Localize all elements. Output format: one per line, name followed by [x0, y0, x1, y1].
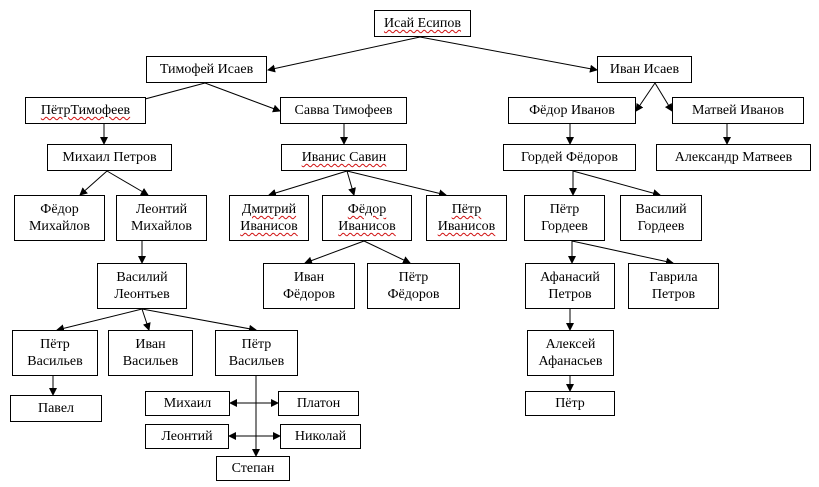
node-ivanis-savin: Иванис Савин — [281, 144, 407, 171]
connector-isay-timofey — [267, 36, 421, 73]
node-gavrila-petrov: Гаврила Петров — [628, 263, 719, 309]
node-label: Фёдор Иванов — [529, 103, 615, 118]
node-label: Иванис Савин — [301, 150, 387, 165]
node-label: Василий Гордеев — [635, 202, 687, 234]
node-afanasiy-petrov: Афанасий Петров — [525, 263, 615, 309]
connector-mikhail-leontiy — [106, 170, 149, 196]
connector-fedoriv-ivan — [304, 240, 365, 265]
node-mikhail: Михаил — [145, 391, 230, 416]
node-label: Михаил — [163, 396, 212, 411]
node-ivan-fedorov: Иван Фёдоров — [263, 263, 355, 309]
node-label: Михаил Петров — [62, 150, 157, 165]
node-label: Леонтий — [161, 429, 213, 444]
connector-petrgord-gavrila — [571, 240, 674, 266]
connector-ivanis-dmitriy — [268, 170, 348, 197]
node-label: Павел — [37, 401, 75, 416]
node-dmitriy-ivanisov: Дмитрий Иванисов — [229, 195, 309, 241]
node-label: Пётр Гордеев — [541, 202, 588, 234]
node-label: Савва Тимофеев — [294, 103, 393, 118]
node-label: Иван Фёдоров — [282, 270, 335, 302]
node-petr-gordeev: Пётр Гордеев — [524, 195, 605, 241]
node-label: Исай Есипов — [383, 16, 462, 31]
node-stepan: Степан — [216, 456, 290, 481]
node-label: Алексей Афанасьев — [538, 337, 603, 369]
node-aleksey-afanasev: Алексей Афанасьев — [527, 330, 614, 376]
connector-fedoriv-petr — [363, 240, 411, 264]
node-savva-timofeev: Савва Тимофеев — [280, 97, 407, 124]
node-label: Александр Матвеев — [674, 150, 793, 165]
connector-ivan-fedor — [635, 82, 656, 112]
node-label: Пётр — [555, 396, 585, 411]
node-leontiy-mikhaylov: Леонтий Михайлов — [116, 195, 207, 241]
node-aleksandr-matveev: Александр Матвеев — [656, 144, 811, 171]
connector-mikhail-fedor — [79, 170, 108, 196]
node-label: Фёдор Михайлов — [28, 202, 91, 234]
node-vasiliy-gordeev: Василий Гордеев — [620, 195, 702, 241]
connector-ivanis-fedor — [346, 170, 356, 196]
node-pavel: Павел — [10, 395, 102, 422]
node-label: Леонтий Михайлов — [130, 202, 193, 234]
node-label: Пётр Васильев — [228, 337, 285, 369]
node-label: Николай — [294, 429, 347, 444]
connector-vasiliy-petr1 — [56, 308, 143, 333]
node-label: Афанасий Петров — [540, 270, 600, 302]
node-petr-ivanisov: Пётр Иванисов — [426, 195, 507, 241]
node-platon: Платон — [278, 391, 359, 416]
node-petr-vasilev-2: Пётр Васильев — [215, 330, 298, 376]
node-fedor-ivanisov: Фёдор Иванисов — [322, 195, 412, 241]
node-fedor-mikhaylov: Фёдор Михайлов — [14, 195, 105, 241]
node-label: Матвей Иванов — [691, 103, 784, 118]
node-petr-last: Пётр — [525, 391, 615, 416]
node-petr-timofeev: ПётрТимофеев — [25, 97, 146, 124]
node-label: Тимофей Исаев — [159, 62, 254, 77]
node-nikolay: Николай — [280, 424, 361, 449]
connector-timofey-savva — [204, 82, 281, 113]
node-gordey-fedorov: Гордей Фёдоров — [503, 144, 636, 171]
node-label: Пётр Васильев — [27, 337, 83, 369]
node-petr-fedorov: Пётр Фёдоров — [367, 263, 460, 309]
node-matvey-ivanov: Матвей Иванов — [672, 97, 804, 124]
node-label: Дмитрий Иванисов — [240, 202, 298, 234]
node-label: Иван Исаев — [609, 62, 680, 77]
connector-isay-ivan — [419, 36, 598, 73]
node-ivan-isaev: Иван Исаев — [597, 56, 692, 83]
node-vasiliy-leontev: Василий Леонтьев — [97, 263, 187, 309]
node-label: Фёдор Иванисов — [338, 202, 396, 234]
connector-gordey-vasiliy — [572, 170, 661, 197]
node-label: Василий Леонтьев — [114, 270, 170, 302]
node-mikhail-petrov: Михаил Петров — [47, 144, 172, 171]
node-label: Пётр Иванисов — [437, 202, 496, 234]
node-label: Платон — [296, 396, 341, 411]
node-leontiy: Леонтий — [145, 424, 229, 449]
node-label: ПётрТимофеев — [40, 103, 131, 118]
node-label: Гордей Фёдоров — [520, 150, 618, 165]
node-fedor-ivanov: Фёдор Иванов — [508, 97, 636, 124]
connector-ivan-matvey — [654, 82, 673, 112]
node-label: Иван Васильев — [122, 337, 179, 369]
node-ivan-vasilev: Иван Васильев — [108, 330, 193, 376]
node-petr-vasilev-1: Пётр Васильев — [12, 330, 98, 376]
node-label: Степан — [231, 461, 275, 476]
node-label: Пётр Фёдоров — [387, 270, 440, 302]
connector-vasiliy-petr2 — [141, 308, 257, 333]
node-label: Гаврила Петров — [649, 270, 698, 302]
connector-ivanis-petr — [346, 170, 447, 198]
connector-vasiliy-ivan — [141, 308, 151, 331]
node-timofey-isaev: Тимофей Исаев — [146, 56, 267, 83]
node-isay-esipov: Исай Есипов — [374, 10, 471, 37]
